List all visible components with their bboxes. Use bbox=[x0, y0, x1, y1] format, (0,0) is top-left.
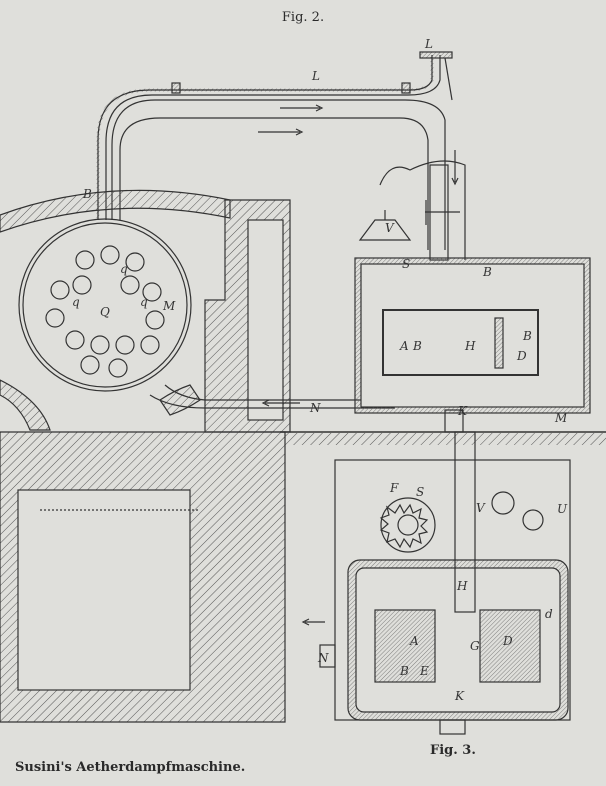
fig2-caption: Fig. 2. bbox=[281, 10, 325, 25]
label-a: A bbox=[409, 634, 419, 648]
label-u: U bbox=[557, 502, 568, 516]
furnace-arch bbox=[0, 189, 231, 233]
label-l: L bbox=[311, 69, 320, 83]
label-m: M bbox=[554, 411, 568, 425]
label-s: S bbox=[416, 485, 424, 499]
label-b: B bbox=[522, 329, 532, 343]
label-n: N bbox=[309, 401, 321, 415]
label-e: E bbox=[419, 664, 429, 678]
main-caption: Susini's Aetherdampfmaschine. bbox=[15, 760, 246, 775]
label-b: B bbox=[482, 265, 492, 279]
label-k: K bbox=[454, 689, 465, 703]
label-b: B bbox=[82, 187, 92, 201]
fig3-machine bbox=[301, 431, 571, 735]
label-d: D bbox=[502, 634, 513, 648]
fig2-machine bbox=[354, 160, 591, 433]
label-a: A bbox=[399, 339, 409, 353]
label-k: K bbox=[457, 404, 468, 418]
boiler bbox=[18, 218, 192, 392]
cylinder bbox=[374, 609, 436, 683]
label-d: d bbox=[545, 607, 553, 621]
label-v: V bbox=[385, 221, 395, 235]
ether-vessel bbox=[358, 219, 412, 241]
boiler-tubes bbox=[45, 245, 165, 378]
label-h: H bbox=[464, 339, 476, 353]
cylinder bbox=[479, 609, 541, 683]
gear-wheel bbox=[379, 497, 436, 553]
ground-hatch bbox=[280, 433, 606, 445]
label-h: H bbox=[456, 579, 468, 593]
label-f: F bbox=[389, 481, 399, 495]
label-l: L bbox=[424, 37, 433, 51]
lower-pipe bbox=[149, 384, 395, 409]
piston bbox=[494, 317, 504, 369]
label-g: G bbox=[470, 639, 480, 653]
label-b: B bbox=[399, 664, 409, 678]
label-n: N bbox=[317, 651, 329, 665]
label-q: q bbox=[140, 295, 148, 309]
furnace-support bbox=[0, 379, 51, 431]
label-v: V bbox=[476, 501, 486, 515]
upper-pipe bbox=[96, 51, 459, 250]
label-b: B bbox=[412, 339, 422, 353]
pit bbox=[17, 489, 191, 691]
fig3-caption: Fig. 3. bbox=[430, 743, 476, 758]
label-q: q bbox=[72, 295, 80, 309]
furnace-support bbox=[159, 384, 201, 416]
cylinder bbox=[382, 309, 539, 376]
label-s: S bbox=[402, 257, 410, 271]
label-q: Q bbox=[100, 305, 110, 319]
pulley bbox=[491, 491, 515, 515]
label-m: M bbox=[162, 299, 176, 313]
pulley bbox=[522, 509, 544, 531]
label-q: q bbox=[120, 262, 128, 276]
label-d: D bbox=[516, 349, 527, 363]
vertical-shaft bbox=[454, 431, 476, 613]
